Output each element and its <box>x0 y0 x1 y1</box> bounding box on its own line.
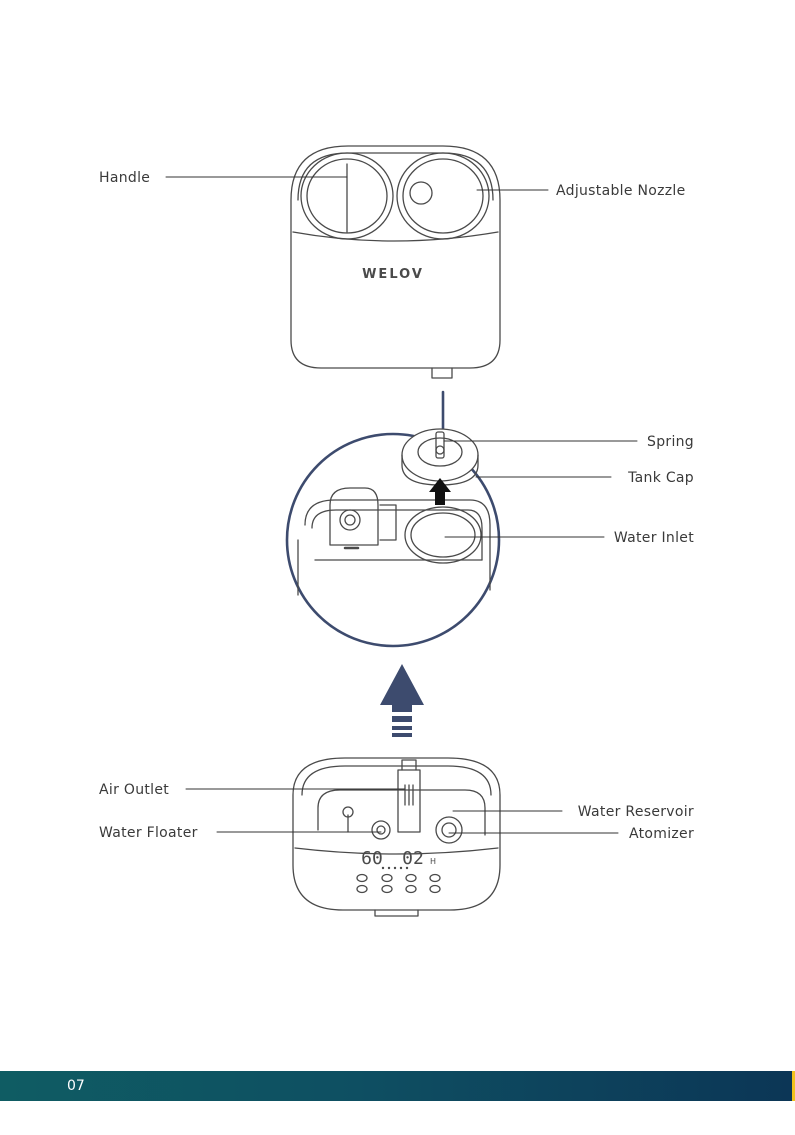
base-detail <box>298 488 490 595</box>
nozzle <box>410 182 432 204</box>
display-humidity: 60 <box>361 848 383 869</box>
label-tank-cap: Tank Cap <box>627 470 694 486</box>
label-water-floater: Water Floater <box>99 825 198 841</box>
water-floater <box>372 821 390 839</box>
footer-bar <box>0 1071 792 1101</box>
tank-cap <box>402 429 478 485</box>
label-atomizer: Atomizer <box>629 826 694 842</box>
display-timer-unit: H <box>430 857 436 866</box>
label-water-reservoir: Water Reservoir <box>578 804 694 820</box>
display-timer: 02 <box>402 848 424 869</box>
insert-arrow-small <box>429 478 451 505</box>
label-air-outlet: Air Outlet <box>99 782 169 798</box>
label-adjustable-nozzle: Adjustable Nozzle <box>556 183 686 199</box>
control-buttons <box>357 875 440 893</box>
label-spring: Spring <box>647 434 694 450</box>
water-inlet <box>405 507 481 563</box>
humidifier-diagram: WELOV 60 02 H Handle Adjustable Nozzle S… <box>0 0 795 1065</box>
label-handle: Handle <box>99 170 150 186</box>
label-water-inlet: Water Inlet <box>614 530 694 546</box>
brand-logo: WELOV <box>362 267 424 282</box>
insert-arrow-large <box>380 664 424 737</box>
atomizer <box>436 817 462 843</box>
page-number: 07 <box>67 1071 85 1101</box>
humidifier-base <box>293 758 500 916</box>
water-tank <box>291 146 500 378</box>
